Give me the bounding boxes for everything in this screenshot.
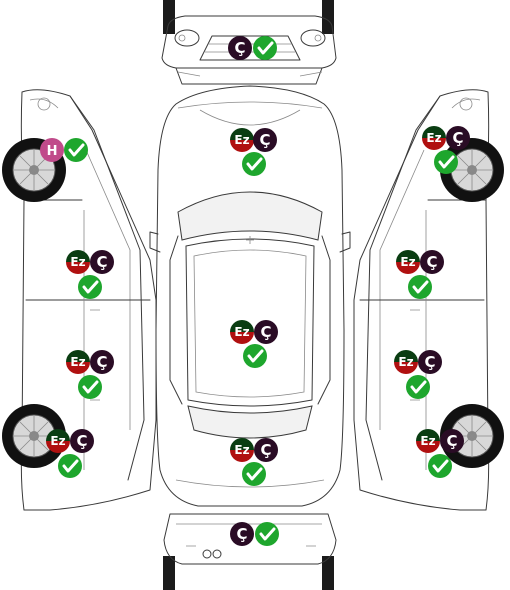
svg-text:Ez: Ez bbox=[400, 255, 415, 269]
check-circle-icon bbox=[242, 462, 266, 486]
check-circle-icon bbox=[434, 150, 458, 174]
svg-text:Ez: Ez bbox=[420, 434, 435, 448]
front-bumper-marker[interactable]: Ç bbox=[228, 36, 277, 60]
c-icon: Ç bbox=[230, 522, 254, 546]
right-front-door-marker[interactable]: Ez Ç bbox=[396, 250, 444, 299]
c-icon: Ç bbox=[70, 429, 94, 453]
right-side-view bbox=[353, 89, 504, 511]
svg-text:H: H bbox=[47, 144, 58, 159]
check-circle-icon bbox=[58, 454, 82, 478]
check-circle-icon bbox=[255, 522, 279, 546]
check-circle-icon bbox=[253, 36, 277, 60]
left-front-fender-marker[interactable]: H bbox=[40, 138, 88, 162]
svg-text:Ez: Ez bbox=[398, 355, 413, 369]
svg-text:Ç: Ç bbox=[259, 131, 270, 149]
ez-icon: Ez bbox=[230, 128, 254, 152]
h-icon: H bbox=[40, 138, 64, 162]
c-icon: Ç bbox=[254, 438, 278, 462]
right-rear-fender-marker[interactable]: Ez Ç bbox=[416, 429, 464, 478]
c-icon: Ç bbox=[90, 250, 114, 274]
check-circle-icon bbox=[242, 152, 266, 176]
svg-text:Ez: Ez bbox=[426, 131, 441, 145]
check-circle-icon bbox=[406, 375, 430, 399]
svg-text:Ç: Ç bbox=[96, 353, 107, 371]
right-front-fender-marker[interactable]: Ez Ç bbox=[422, 126, 470, 174]
hood-marker[interactable]: Ez Ç bbox=[230, 128, 277, 176]
c-icon: Ç bbox=[446, 126, 470, 150]
check-circle-icon bbox=[428, 454, 452, 478]
ez-icon: Ez bbox=[394, 350, 418, 374]
ez-icon: Ez bbox=[66, 250, 90, 274]
front-view bbox=[161, 0, 337, 85]
svg-text:Ç: Ç bbox=[76, 432, 87, 450]
ez-icon: Ez bbox=[396, 250, 420, 274]
ez-icon: Ez bbox=[230, 320, 254, 344]
check-circle-icon bbox=[408, 275, 432, 299]
ez-icon: Ez bbox=[66, 350, 90, 374]
svg-text:Ez: Ez bbox=[234, 325, 249, 339]
svg-text:Ç: Ç bbox=[260, 441, 271, 459]
c-icon: Ç bbox=[90, 350, 114, 374]
roof-marker[interactable]: Ez Ç bbox=[230, 320, 278, 368]
check-circle-icon bbox=[78, 375, 102, 399]
svg-text:Ez: Ez bbox=[50, 434, 65, 448]
svg-text:Ç: Ç bbox=[96, 253, 107, 271]
svg-text:Ç: Ç bbox=[260, 323, 271, 341]
svg-text:Ez: Ez bbox=[234, 133, 249, 147]
svg-text:Ç: Ç bbox=[236, 525, 247, 543]
svg-text:Ç: Ç bbox=[424, 353, 435, 371]
check-circle-icon bbox=[243, 344, 267, 368]
c-icon: Ç bbox=[253, 128, 277, 152]
svg-text:Ç: Ç bbox=[234, 39, 245, 57]
top-view bbox=[149, 85, 351, 507]
c-icon: Ç bbox=[254, 320, 278, 344]
check-circle-icon bbox=[78, 275, 102, 299]
ez-icon: Ez bbox=[416, 429, 440, 453]
c-icon: Ç bbox=[420, 250, 444, 274]
svg-text:Ez: Ez bbox=[70, 355, 85, 369]
left-front-door-marker[interactable]: Ez Ç bbox=[66, 250, 114, 299]
c-icon: Ç bbox=[418, 350, 442, 374]
check-circle-icon bbox=[64, 138, 88, 162]
left-rear-door-marker[interactable]: Ez Ç bbox=[66, 350, 114, 399]
ez-icon: Ez bbox=[230, 438, 254, 462]
svg-text:Ez: Ez bbox=[70, 255, 85, 269]
svg-text:Ç: Ç bbox=[446, 432, 457, 450]
c-icon: Ç bbox=[440, 429, 464, 453]
left-rear-fender-marker[interactable]: Ez Ç bbox=[46, 429, 94, 478]
status-markers: Ç Ez Ç bbox=[40, 36, 470, 546]
svg-text:Ez: Ez bbox=[234, 443, 249, 457]
rear-view bbox=[163, 513, 337, 590]
svg-text:Ç: Ç bbox=[426, 253, 437, 271]
right-rear-door-marker[interactable]: Ez Ç bbox=[394, 350, 442, 399]
trunk-marker[interactable]: Ez Ç bbox=[230, 438, 278, 486]
ez-icon: Ez bbox=[422, 126, 446, 150]
svg-text:Ç: Ç bbox=[452, 129, 463, 147]
rear-bumper-marker[interactable]: Ç bbox=[230, 522, 279, 546]
c-icon: Ç bbox=[228, 36, 252, 60]
ez-icon: Ez bbox=[46, 429, 70, 453]
